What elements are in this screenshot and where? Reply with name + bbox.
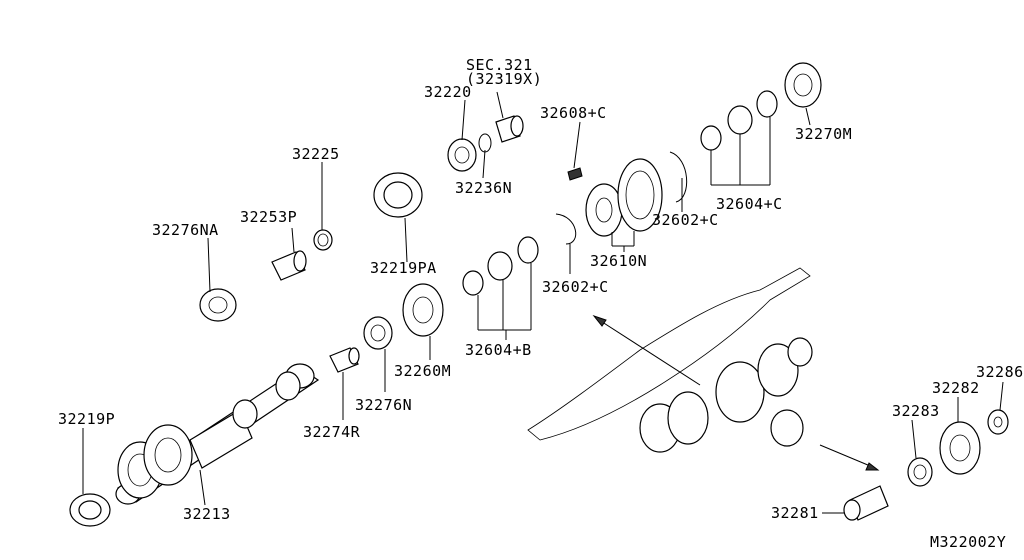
label-32219PA: 32219PA bbox=[370, 259, 437, 277]
label-32219P: 32219P bbox=[58, 410, 115, 428]
label-32610N: 32610N bbox=[590, 252, 647, 270]
needle-bearing-32276NA[interactable] bbox=[199, 288, 237, 322]
label-32319X: (32319X) bbox=[466, 70, 542, 88]
gear-32270M[interactable] bbox=[784, 62, 822, 108]
label-32286: 32286 bbox=[976, 363, 1024, 381]
label-32281: 32281 bbox=[771, 504, 819, 522]
label-32276NA: 32276NA bbox=[152, 221, 219, 239]
label-32283: 32283 bbox=[892, 402, 940, 420]
gear-32260M[interactable] bbox=[402, 283, 444, 337]
main-shaft-32213[interactable] bbox=[115, 363, 320, 505]
baulk-rings-32604C[interactable] bbox=[700, 90, 778, 151]
bearing-32319X[interactable] bbox=[495, 115, 524, 143]
label-32253P: 32253P bbox=[240, 208, 297, 226]
label-32213: 32213 bbox=[183, 505, 231, 523]
ring-32225[interactable] bbox=[313, 229, 333, 251]
needle-bearing-32283[interactable] bbox=[907, 457, 933, 487]
stub-shaft-32281[interactable] bbox=[843, 485, 889, 521]
washer-32286[interactable] bbox=[987, 409, 1009, 435]
figure-code: M322002Y bbox=[930, 533, 1006, 551]
label-32220: 32220 bbox=[424, 83, 472, 101]
snap-ring-32602C-mid[interactable] bbox=[555, 213, 577, 245]
label-sec-321: SEC.321 bbox=[466, 56, 533, 74]
label-32274R: 32274R bbox=[303, 423, 361, 441]
label-32608C: 32608+C bbox=[540, 104, 607, 122]
leader-lines bbox=[82, 91, 1004, 514]
bushing-32253P[interactable] bbox=[271, 250, 307, 281]
label-32276N: 32276N bbox=[355, 396, 412, 414]
snap-ring-32602C-top[interactable] bbox=[669, 151, 688, 203]
key-32608C[interactable] bbox=[567, 167, 583, 181]
bearing-32219PA[interactable] bbox=[373, 172, 423, 218]
label-32270M: 32270M bbox=[795, 125, 852, 143]
baulk-rings-32604B[interactable] bbox=[462, 236, 539, 296]
label-32225: 32225 bbox=[292, 145, 340, 163]
bushing-32274R[interactable] bbox=[329, 347, 360, 373]
label-32602C-mid: 32602+C bbox=[542, 278, 609, 296]
synchro-32610N[interactable] bbox=[585, 158, 663, 237]
part-labels: SEC.321 (32319X) 32220 32236N 32608+C 32… bbox=[58, 56, 1024, 551]
label-32260M: 32260M bbox=[394, 362, 451, 380]
assembled-shaft-view bbox=[527, 267, 813, 453]
label-32236N: 32236N bbox=[455, 179, 512, 197]
snap-ring-32236N[interactable] bbox=[478, 133, 492, 153]
label-32604C: 32604+C bbox=[716, 195, 783, 213]
label-32282: 32282 bbox=[932, 379, 980, 397]
needle-bearing-32276N[interactable] bbox=[363, 316, 393, 350]
shaft-gear-b bbox=[143, 424, 193, 486]
gear-32282[interactable] bbox=[939, 421, 981, 475]
label-32604B: 32604+B bbox=[465, 341, 532, 359]
bearing-32219P[interactable] bbox=[69, 493, 111, 527]
label-32602C-top: 32602+C bbox=[652, 211, 719, 229]
gear-32220[interactable] bbox=[447, 138, 477, 172]
